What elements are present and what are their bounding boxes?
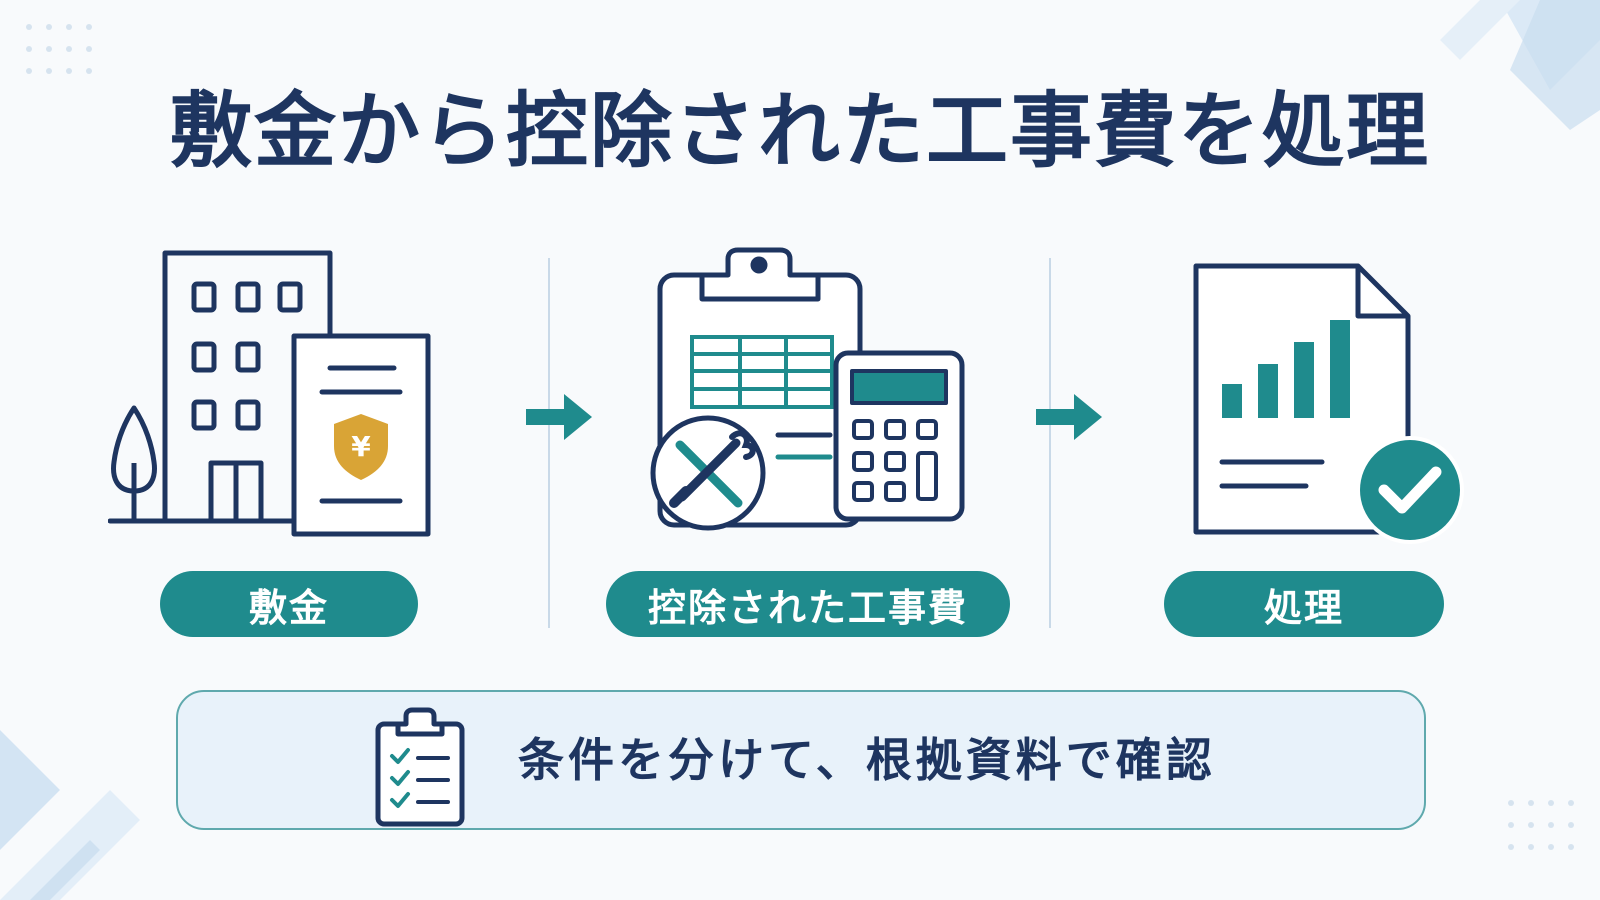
step-label-processing: 処理 xyxy=(1164,571,1444,637)
page-title: 敷金から控除された工事費を処理 xyxy=(169,84,1430,179)
note-box: 条件を分けて、根拠資料で確認 xyxy=(176,690,1426,830)
note-text: 条件を分けて、根拠資料で確認 xyxy=(518,733,1216,787)
clipboard-calculator-tools-icon xyxy=(650,247,965,531)
step-label-deposit: 敷金 xyxy=(160,571,418,637)
decorative-shape-bottom-left xyxy=(0,730,140,900)
step-label-deducted-construction-cost: 控除された工事費 xyxy=(606,571,1010,637)
yen-symbol: ¥ xyxy=(351,430,371,463)
decorative-shape-top-right xyxy=(1440,0,1600,130)
report-approved-icon xyxy=(1193,263,1464,544)
arrow-right-icon xyxy=(526,394,592,440)
divider-2 xyxy=(1049,258,1051,628)
divider-1 xyxy=(548,258,550,628)
arrow-right-icon xyxy=(1036,394,1102,440)
building-deposit-icon: ¥ xyxy=(108,250,431,537)
decorative-dots-top-left xyxy=(26,24,92,74)
decorative-dots-bottom-right xyxy=(1508,800,1574,850)
checklist-icon xyxy=(375,707,465,827)
